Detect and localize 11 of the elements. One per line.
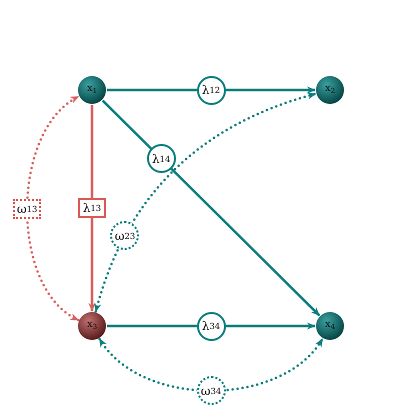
node-sphere — [78, 76, 106, 104]
node-label: x$_{1}$ — [86, 84, 98, 96]
node-sphere — [316, 76, 344, 104]
node-label: x$_{3}$ — [86, 320, 98, 332]
node-sphere — [316, 312, 344, 340]
node-label: x$_{2}$ — [324, 84, 336, 96]
dotted-arrow — [98, 338, 324, 392]
arrow — [88, 105, 96, 312]
node-sphere — [78, 312, 106, 340]
dotted-arrow — [26, 95, 80, 322]
node-label: x$_{4}$ — [324, 320, 336, 332]
